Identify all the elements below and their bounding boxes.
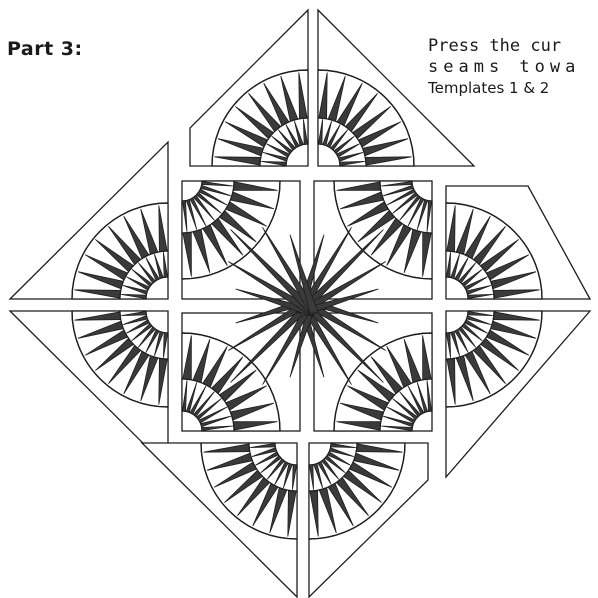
pieced-fans: [72, 70, 542, 539]
